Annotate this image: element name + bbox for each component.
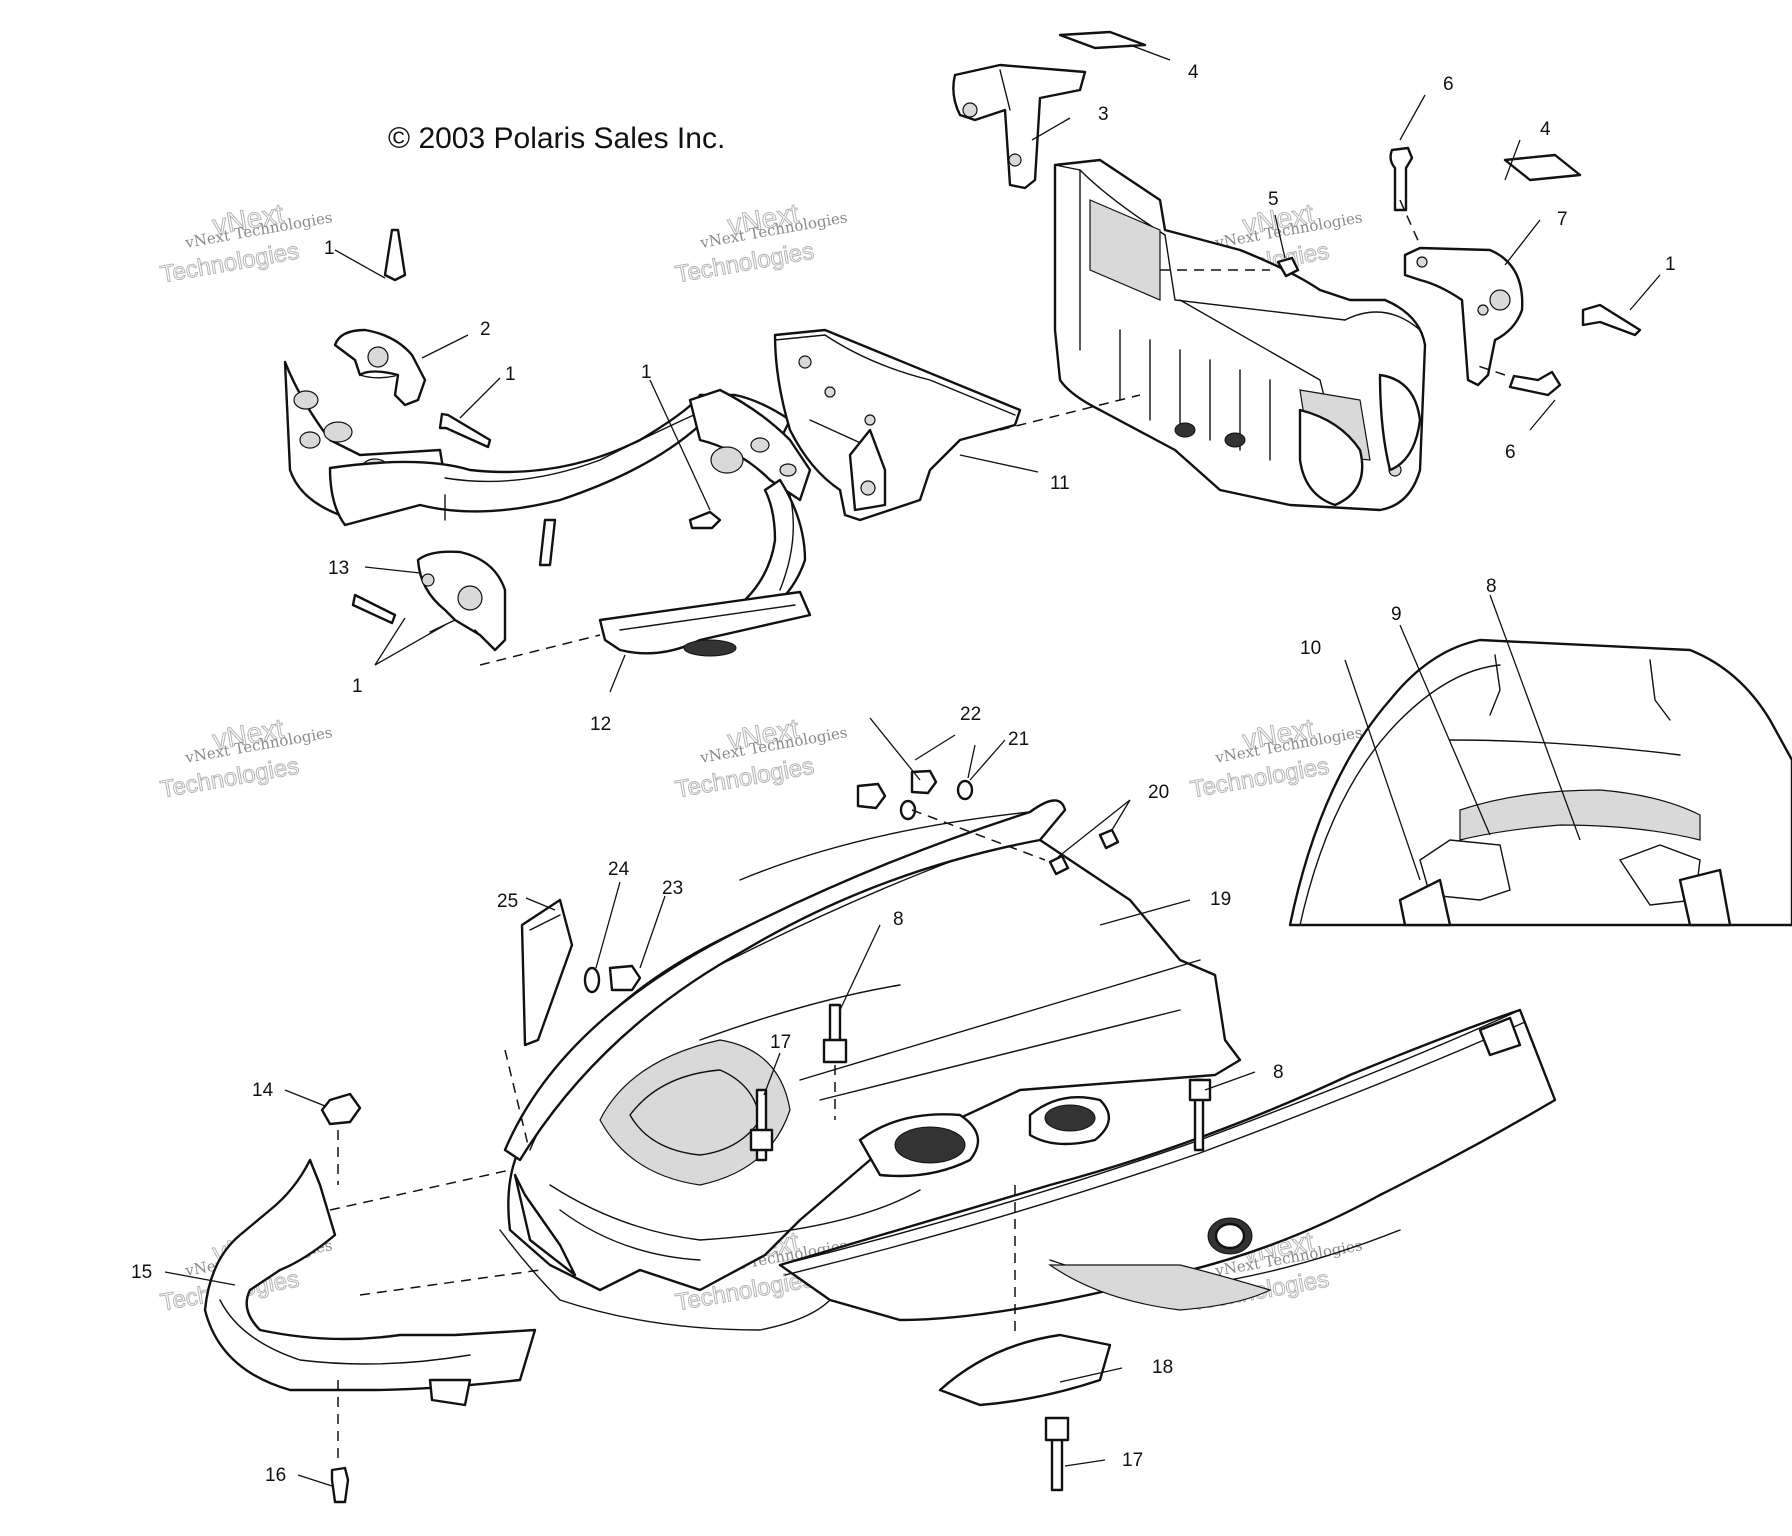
callout-23: 23 (662, 878, 683, 899)
stud-part-8-right-head (1188, 1078, 1212, 1102)
callout-18: 18 (1152, 1357, 1173, 1378)
leader-lines (164, 44, 1661, 1487)
bumper-part-15 (203, 1158, 537, 1392)
bracket-part-13 (416, 550, 507, 652)
assembly-line (999, 394, 1141, 431)
callout-17: 17 (770, 1032, 791, 1053)
nut-part-5 (1276, 256, 1300, 278)
callout-24: 24 (608, 859, 630, 880)
callout-9: 9 (1391, 604, 1402, 625)
callout-8: 8 (1486, 576, 1497, 597)
callout-20: 20 (1148, 782, 1169, 803)
bolt-part-6-lower (1508, 370, 1562, 397)
rivet-part-1-lower (351, 593, 397, 625)
watermark-4: vNext vNext Technologies Technologies (158, 712, 334, 804)
callout-11: 11 (1050, 473, 1070, 494)
bolt-part-6-upper (1389, 146, 1414, 212)
bumper-part-15-tab (428, 1378, 472, 1407)
assembly-line (911, 809, 1046, 861)
rivet-part-1-center (688, 510, 722, 530)
plate-part-4-right (1503, 153, 1582, 182)
bracket-part-3 (952, 63, 1087, 190)
nut-part-20-a (1098, 828, 1120, 850)
watermark-word2: Technologies (1188, 753, 1331, 804)
watermark-word2: Technologies (673, 753, 816, 804)
plate-part-25 (520, 898, 574, 1047)
callout-19: 19 (1210, 889, 1231, 910)
assembly-line (329, 1169, 511, 1211)
callout-1: 1 (641, 362, 652, 383)
inset-view (1288, 638, 1792, 927)
callout-15: 15 (131, 1262, 152, 1283)
watermark-word2: Technologies (673, 238, 816, 289)
watermark-5: vNext vNext Technologies Technologies (673, 712, 849, 804)
bracket-part-7 (1403, 246, 1524, 387)
steering-post-bracket (773, 328, 1022, 522)
copyright-text: © 2003 Polaris Sales Inc. (388, 122, 725, 155)
plate-part-18 (938, 1333, 1112, 1407)
rivet-part-1-top (383, 228, 407, 282)
callout-12: 12 (590, 714, 611, 735)
callout-4: 4 (1188, 62, 1199, 83)
front-frame-assembly (283, 360, 812, 657)
bolt-part-22-a (856, 782, 887, 810)
callout-2: 2 (480, 319, 491, 340)
rivet-part-1-right (1581, 303, 1642, 337)
callout-5: 5 (1268, 189, 1279, 210)
callout-labels: 1 1 1 1 1 2 3 4 4 5 6 6 7 8 8 8 9 10 11 … (131, 62, 1676, 1486)
callout-8: 8 (893, 909, 904, 930)
callout-7: 7 (1557, 209, 1568, 230)
callout-6: 6 (1443, 74, 1454, 95)
callout-22: 22 (960, 704, 981, 725)
windshield-top-line (739, 811, 1031, 881)
bracket-part-2 (333, 328, 427, 407)
rivet-part-1-mid (438, 412, 492, 449)
callout-10: 10 (1300, 638, 1321, 659)
nose-pan (499, 813, 1557, 1331)
watermark-2: vNext vNext Technologies Technologies (673, 197, 849, 289)
watermark-word2: Technologies (158, 238, 301, 289)
stud-part-17-upper-head (749, 1128, 774, 1152)
callout-1: 1 (324, 238, 335, 259)
callout-3: 3 (1098, 104, 1109, 125)
bolt-part-16 (330, 1466, 350, 1504)
callout-13: 13 (328, 558, 349, 579)
rivet-part-1-bracket (538, 518, 557, 567)
nut-part-14 (320, 1092, 362, 1126)
callout-1: 1 (505, 364, 516, 385)
callout-14: 14 (252, 1080, 274, 1101)
watermark-word2: Technologies (158, 753, 301, 804)
nut-part-20-b (1048, 854, 1070, 876)
plate-part-25-edge (529, 914, 561, 931)
bolt-part-23 (608, 964, 642, 992)
callout-21: 21 (1008, 729, 1029, 750)
washer-part-21-b (956, 779, 974, 801)
callout-1: 1 (352, 676, 363, 697)
callout-25: 25 (497, 891, 518, 912)
callout-17: 17 (1122, 1450, 1143, 1471)
windshield-edge (503, 799, 1067, 1162)
assembly-line (1474, 364, 1506, 376)
callout-1: 1 (1665, 254, 1676, 275)
assembly-line (1399, 199, 1421, 246)
callout-8: 8 (1273, 1062, 1284, 1083)
callout-4: 4 (1540, 119, 1551, 140)
stud-part-17-lower-head (1044, 1416, 1070, 1442)
bumper-part-15-edge (219, 1299, 471, 1365)
rear-bulkhead (1053, 158, 1427, 512)
plate-part-4-upper (1058, 30, 1147, 50)
watermark-1: vNext vNext Technologies Technologies (158, 197, 334, 289)
washer-part-21-a (899, 799, 917, 821)
assembly-line (479, 634, 601, 666)
callout-6: 6 (1505, 442, 1516, 463)
callout-16: 16 (265, 1465, 286, 1486)
stud-part-8-left-head (822, 1038, 848, 1064)
washer-part-24 (583, 966, 601, 994)
assembly-line (359, 1269, 541, 1296)
